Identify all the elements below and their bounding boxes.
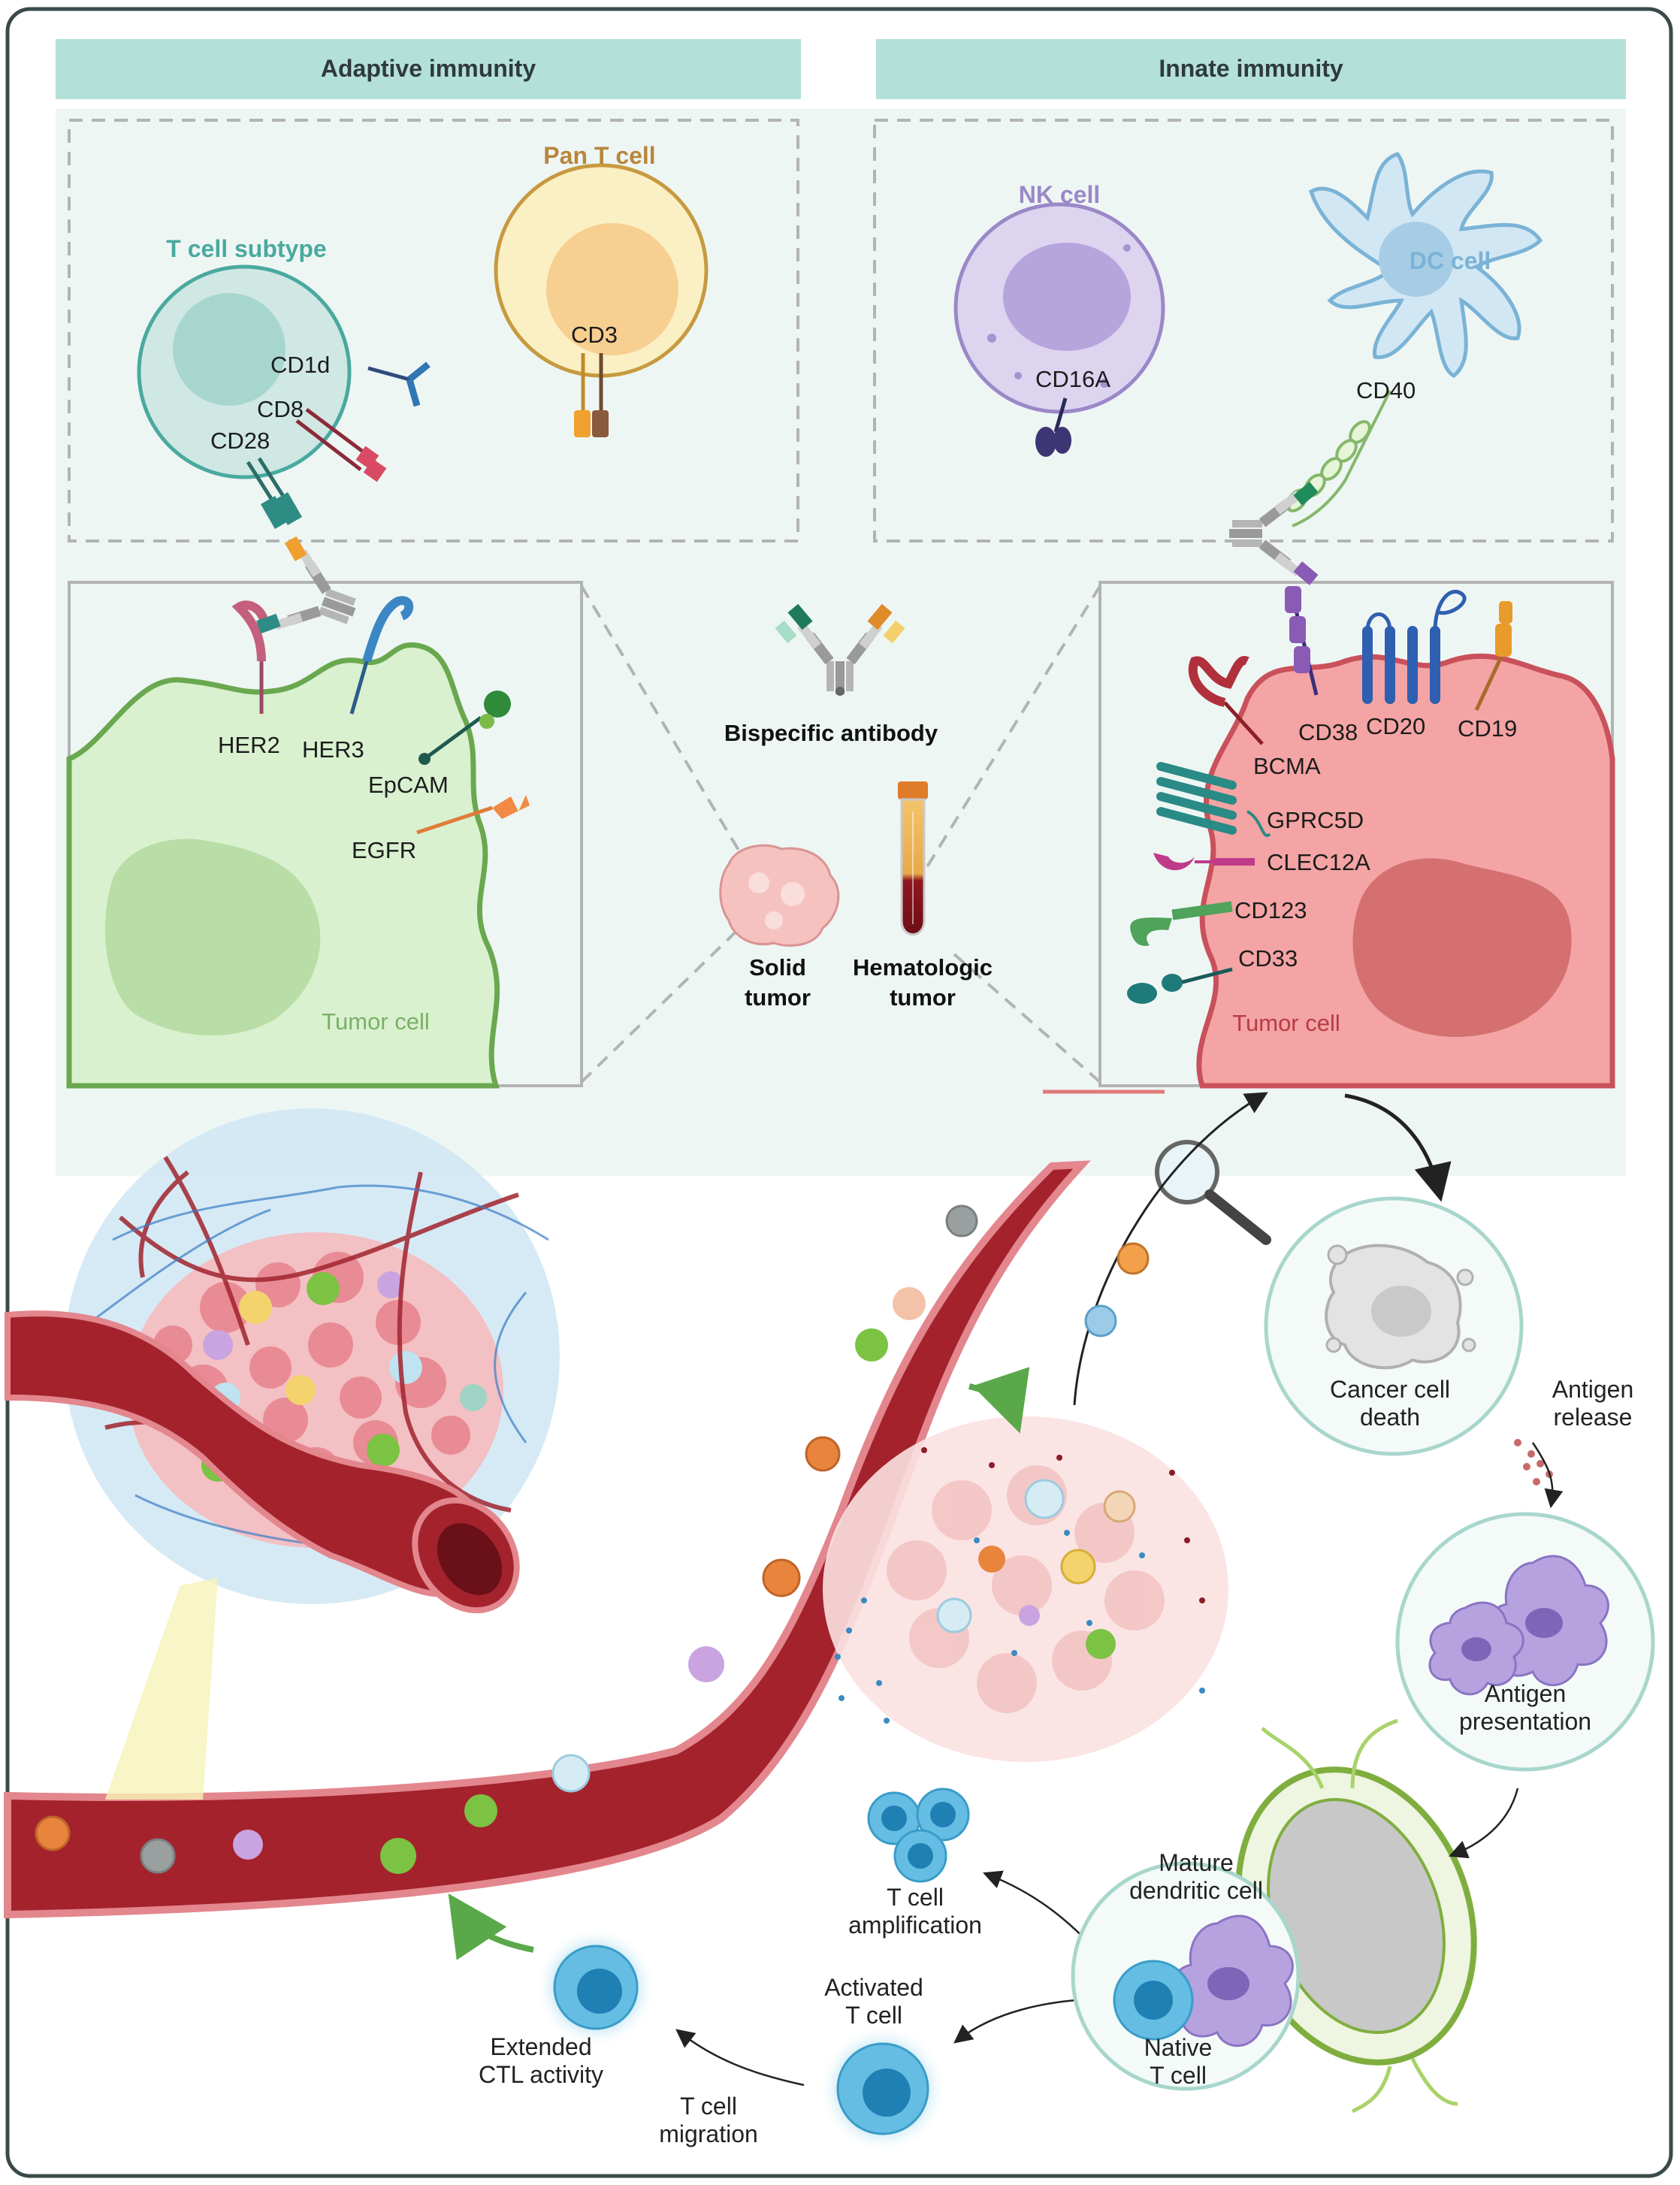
zoom-up-arrow bbox=[1073, 1092, 1268, 1406]
innate-cells-box bbox=[873, 119, 1614, 542]
native-t-label-1: Native bbox=[1144, 2034, 1213, 2061]
zoom-connector-4 bbox=[953, 953, 1101, 1083]
t-amplification-label-2: amplification bbox=[848, 1911, 982, 1939]
t-subtype-title: T cell subtype bbox=[166, 235, 326, 262]
bispecific-antibody-icon bbox=[775, 603, 905, 696]
infiltrated-tumor bbox=[823, 1416, 1228, 1762]
hematologic-tumor-label-2: tumor bbox=[890, 984, 956, 1011]
t-cell-subtype: T cell subtype bbox=[137, 235, 431, 529]
solid-tumor-cell-label: Tumor cell bbox=[322, 1008, 430, 1035]
marker-cd16a: CD16A bbox=[1035, 366, 1110, 392]
cancer-cell-death-label-1: Cancer cell bbox=[1330, 1376, 1450, 1403]
vessel-cells bbox=[35, 1204, 978, 1874]
antigen-cd20: CD20 bbox=[1366, 713, 1425, 739]
zoom-connector-1 bbox=[580, 585, 753, 873]
zoom-light-cone bbox=[105, 1578, 218, 1800]
gprc5d-receptor bbox=[1156, 762, 1271, 837]
heme-tumor-nucleus bbox=[1352, 858, 1572, 1037]
marker-cd1d: CD1d bbox=[270, 352, 330, 378]
solid-tumor-mass-icon bbox=[719, 844, 840, 947]
native-t-cell-icon bbox=[1113, 1960, 1194, 2041]
zoom-down-arrow bbox=[1344, 1093, 1452, 1202]
her2-receptor bbox=[231, 600, 269, 714]
ctl-to-vessel-arrow bbox=[448, 1893, 534, 1960]
cd123-receptor bbox=[1130, 901, 1233, 946]
pan-t-cell bbox=[494, 163, 709, 437]
mature-dc-label-2: dendritic cell bbox=[1129, 1877, 1263, 1904]
t-migration-label-2: migration bbox=[659, 2120, 758, 2147]
nk-title: NK cell bbox=[1019, 181, 1100, 208]
dc-title: DC cell bbox=[1410, 247, 1491, 274]
extended-ctl-label-2: CTL activity bbox=[479, 2061, 603, 2088]
antigen-bcma: BCMA bbox=[1253, 753, 1321, 779]
migrating-t-cell-2 bbox=[1084, 1304, 1117, 1337]
antigen-her3: HER3 bbox=[302, 736, 364, 763]
antigen-her2: HER2 bbox=[218, 732, 280, 758]
solid-tumor-label-2: tumor bbox=[745, 984, 811, 1011]
heme-tumor-cell-label: Tumor cell bbox=[1232, 1010, 1340, 1036]
t-migration-label-1: T cell bbox=[680, 2093, 737, 2120]
mature-dc-icon bbox=[1171, 1915, 1294, 2047]
adaptive-header-bar bbox=[56, 39, 801, 99]
extended-ctl-label-1: Extended bbox=[490, 2033, 591, 2060]
antigen-cd33: CD33 bbox=[1238, 945, 1298, 972]
antigen-cd38: CD38 bbox=[1298, 719, 1358, 745]
migration-arrow bbox=[675, 2029, 805, 2087]
bispecific-bridge-heme bbox=[1229, 482, 1319, 585]
epcam-receptor bbox=[418, 691, 511, 765]
clec12a-receptor bbox=[1153, 853, 1255, 871]
innate-header: Innate immunity bbox=[1159, 55, 1343, 82]
t-cell-amplification-icon bbox=[867, 1788, 970, 1883]
pan-t-title: Pan T cell bbox=[543, 142, 655, 169]
antigen-egfr: EGFR bbox=[352, 837, 416, 863]
antigen-release-label-2: release bbox=[1554, 1404, 1633, 1431]
marker-cd8: CD8 bbox=[257, 396, 304, 422]
hematologic-tumor-label-1: Hematologic bbox=[853, 954, 993, 981]
adaptive-cells-box bbox=[68, 119, 799, 542]
antigen-clec12a: CLEC12A bbox=[1267, 849, 1370, 875]
t-amplification-label-1: T cell bbox=[887, 1884, 944, 1911]
adaptive-header: Adaptive immunity bbox=[321, 55, 536, 82]
cd38-receptor bbox=[1285, 586, 1319, 696]
nk-cell bbox=[953, 202, 1165, 457]
cd33-receptor bbox=[1127, 967, 1233, 1004]
antigen-cd123: CD123 bbox=[1234, 897, 1307, 923]
antigen-presentation-label-1: Antigen bbox=[1485, 1680, 1567, 1707]
her3-receptor bbox=[349, 596, 414, 715]
release-arrow bbox=[1531, 1442, 1564, 1509]
marker-cd28: CD28 bbox=[210, 428, 270, 454]
zoom-connector-2 bbox=[580, 915, 753, 1083]
magnifier-icon bbox=[1155, 1140, 1271, 1245]
antigen-epcam: EpCAM bbox=[368, 772, 449, 798]
solid-tumor-nucleus bbox=[105, 839, 321, 1036]
activated-t-label-1: Activated bbox=[824, 1974, 923, 2001]
presentation-to-node-arrow bbox=[1449, 1788, 1519, 1859]
migrating-t-cell-1 bbox=[1116, 1242, 1150, 1275]
bispecific-bridge-solid bbox=[256, 536, 371, 661]
egfr-receptor bbox=[416, 795, 530, 835]
antigen-presentation-label-2: presentation bbox=[1459, 1708, 1591, 1735]
solid-tumor-label-1: Solid bbox=[749, 954, 806, 981]
marker-cd3: CD3 bbox=[571, 322, 618, 348]
cd20-receptor bbox=[1362, 590, 1467, 704]
zoom-connector-3 bbox=[923, 585, 1101, 873]
antigen-presenting-cells-icon bbox=[1428, 1555, 1609, 1696]
mature-dc-label-1: Mature bbox=[1159, 1849, 1234, 1876]
activated-t-label-2: T cell bbox=[845, 2002, 902, 2029]
antigen-release-label-1: Antigen bbox=[1552, 1376, 1634, 1403]
cd19-receptor bbox=[1474, 601, 1512, 712]
bispecific-antibody-label: Bispecific antibody bbox=[724, 720, 938, 746]
innate-header-bar bbox=[876, 39, 1626, 99]
antigen-gprc5d: GPRC5D bbox=[1267, 807, 1364, 833]
antigen-cd19: CD19 bbox=[1458, 715, 1517, 742]
native-t-label-2: T cell bbox=[1150, 2062, 1207, 2089]
dc-cell bbox=[1286, 152, 1543, 527]
dying-cancer-cell-icon bbox=[1325, 1244, 1476, 1370]
marker-cd40: CD40 bbox=[1356, 377, 1416, 403]
blood-tube-icon bbox=[898, 781, 928, 936]
cancer-cell-death-label-2: death bbox=[1360, 1404, 1420, 1431]
extravasation-arrow bbox=[968, 1367, 1030, 1434]
bcma-receptor bbox=[1188, 656, 1264, 745]
